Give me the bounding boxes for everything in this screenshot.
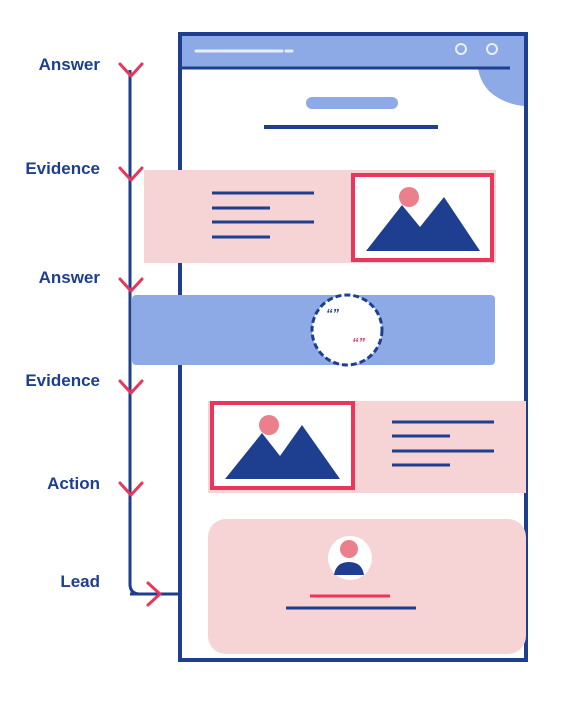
chevron-down-icon xyxy=(118,379,144,395)
evidence-section-1 xyxy=(144,170,496,263)
quote-open-mark: “” xyxy=(326,306,340,321)
window-control-dot xyxy=(486,43,498,55)
flow-timeline: Answer Evidence Answer Evidence Action L… xyxy=(25,55,180,607)
quote-icon: “” “” xyxy=(310,293,384,367)
flow-step-label: Answer xyxy=(39,55,101,74)
flow-step-label: Evidence xyxy=(25,159,100,178)
chevron-down-icon xyxy=(118,166,144,182)
chevron-down-icon xyxy=(118,277,144,293)
browser-corner-fold xyxy=(478,68,524,106)
answer-section-2: “” “” xyxy=(132,293,495,367)
image-placeholder-icon xyxy=(351,173,494,262)
chevron-right-icon xyxy=(146,581,162,607)
evidence-section-3 xyxy=(208,401,526,493)
section-background xyxy=(208,519,526,654)
heading-placeholder xyxy=(306,97,398,109)
lead-section xyxy=(208,519,526,654)
timeline-corner xyxy=(128,583,141,596)
flow-step-label: Lead xyxy=(60,572,100,591)
window-control-dot xyxy=(455,43,467,55)
flow-step-label: Evidence xyxy=(25,371,100,390)
flow-step-label: Action xyxy=(47,474,100,493)
chevron-down-icon xyxy=(118,62,144,78)
flow-step-label: Answer xyxy=(39,268,101,287)
quote-close-mark: “” xyxy=(352,335,366,350)
page-header xyxy=(264,97,438,129)
image-placeholder-icon xyxy=(210,401,355,490)
user-avatar-icon xyxy=(328,536,372,580)
chevron-down-icon xyxy=(118,481,144,497)
